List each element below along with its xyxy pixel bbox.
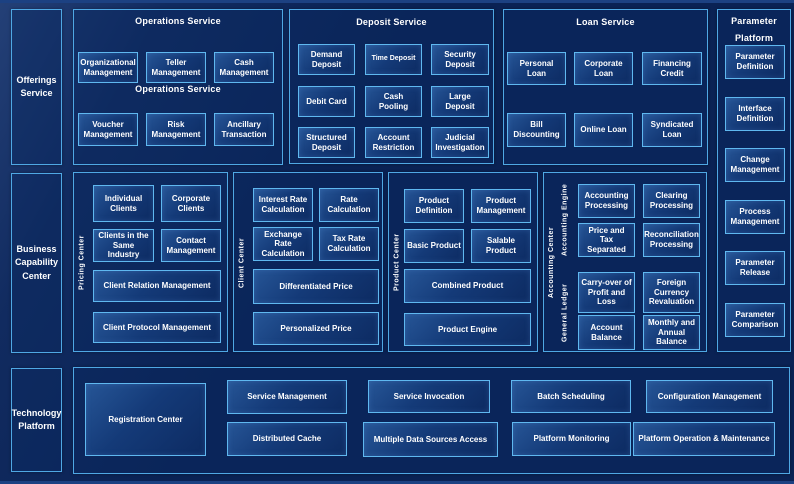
sidebar-technology-platform: Technology Platform (11, 368, 62, 472)
box-interface-definition: Interface Definition (725, 97, 785, 131)
box-ancillary-transaction: Ancillary Transaction (214, 113, 274, 146)
box-voucher-management: Voucher Management (78, 113, 138, 146)
box-corporate-loan: Corporate Loan (574, 52, 633, 85)
box-differentiated-price: Differentiated Price (253, 269, 379, 304)
accounting-engine-label: Accounting Engine (561, 183, 569, 257)
parameter-platform-title: Parameter Platform (731, 16, 777, 44)
sidebar-offerings-service: Offerings Service (11, 9, 62, 165)
box-account-balance: Account Balance (578, 315, 635, 350)
box-combined-product: Combined Product (404, 269, 531, 303)
box-configuration-management: Configuration Management (646, 380, 773, 413)
loan-service-title: Loan Service (576, 17, 635, 27)
box-service-invocation: Service Invocation (368, 380, 490, 413)
page-edge-top (0, 0, 794, 3)
box-service-management: Service Management (227, 380, 347, 414)
box-contact-management: Contact Management (161, 229, 221, 262)
box-client-relation-management: Client Relation Management (93, 270, 221, 302)
box-tax-rate-calculation: Tax Rate Calculation (319, 227, 379, 261)
box-clearing-processing: Clearing Processing (643, 184, 700, 218)
box-platform-monitoring: Platform Monitoring (512, 422, 631, 456)
box-change-management: Change Management (725, 148, 785, 182)
box-structured-deposit: Structured Deposit (298, 127, 355, 158)
box-foreign-currency-revaluation: Foreign Currency Revaluation (643, 272, 700, 313)
box-large-deposit: Large Deposit (431, 86, 489, 117)
product-center-label: Product Center (393, 233, 401, 292)
sidebar-business-capability-center: Business Capability Center (11, 173, 62, 353)
box-teller-management: Teller Management (146, 52, 206, 83)
box-reconciliation-processing: Reconciliation Processing (643, 223, 700, 257)
box-product-definition: Product Definition (404, 189, 464, 223)
box-security-deposit: Security Deposit (431, 44, 489, 75)
box-rate-calculation: Rate Calculation (319, 188, 379, 222)
box-time-deposit: Time Deposit (365, 44, 422, 75)
box-distributed-cache: Distributed Cache (227, 422, 347, 456)
box-clients-same-industry: Clients in the Same Industry (93, 229, 154, 262)
box-price-and-tax-separated: Price and Tax Separated (578, 223, 635, 257)
box-risk-management: Risk Management (146, 113, 206, 146)
box-debit-card: Debit Card (298, 86, 355, 117)
box-product-engine: Product Engine (404, 313, 531, 346)
box-parameter-comparison: Parameter Comparison (725, 303, 785, 337)
box-organizational-management: Organizational Management (78, 52, 138, 83)
box-account-restriction: Account Restriction (365, 127, 422, 158)
box-process-management: Process Management (725, 200, 785, 234)
box-bill-discounting: Bill Discounting (507, 113, 566, 147)
client-center-label: Client Center (238, 237, 246, 288)
general-ledger-label: General Ledger (561, 283, 569, 343)
box-accounting-processing: Accounting Processing (578, 184, 635, 218)
box-syndicated-loan: Syndicated Loan (642, 113, 702, 147)
box-judicial-investigation: Judicial Investigation (431, 127, 489, 158)
box-individual-clients: Individual Clients (93, 185, 154, 222)
box-interest-rate-calculation: Interest Rate Calculation (253, 188, 313, 222)
deposit-service-title: Deposit Service (356, 17, 427, 27)
box-corporate-clients: Corporate Clients (161, 185, 221, 222)
box-salable-product: Salable Product (471, 229, 531, 263)
box-personalized-price: Personalized Price (253, 312, 379, 345)
pricing-center-label: Pricing Center (78, 235, 86, 290)
box-registration-center: Registration Center (85, 383, 206, 456)
box-monthly-annual-balance: Monthly and Annual Balance (643, 315, 700, 350)
box-financing-credit: Financing Credit (642, 52, 702, 85)
operations-service-secondary-title: Operations Service (135, 84, 221, 94)
box-cash-pooling: Cash Pooling (365, 86, 422, 117)
box-personal-loan: Personal Loan (507, 52, 566, 85)
page-edge-bottom (0, 481, 794, 484)
box-carry-over-profit-loss: Carry-over of Profit and Loss (578, 272, 635, 313)
box-client-protocol-management: Client Protocol Management (93, 312, 221, 343)
box-basic-product: Basic Product (404, 229, 464, 263)
box-platform-operation-maintenance: Platform Operation & Maintenance (633, 422, 775, 456)
accounting-center-label: Accounting Center (548, 226, 555, 299)
box-exchange-rate-calculation: Exchange Rate Calculation (253, 227, 313, 261)
box-batch-scheduling: Batch Scheduling (511, 380, 631, 413)
box-multiple-data-sources-access: Multiple Data Sources Access (363, 422, 498, 457)
box-online-loan: Online Loan (574, 113, 633, 147)
box-product-management: Product Management (471, 189, 531, 223)
box-parameter-definition: Parameter Definition (725, 45, 785, 79)
box-demand-deposit: Demand Deposit (298, 44, 355, 75)
box-cash-management: Cash Management (214, 52, 274, 83)
box-parameter-release: Parameter Release (725, 251, 785, 285)
operations-service-title: Operations Service (135, 16, 221, 26)
